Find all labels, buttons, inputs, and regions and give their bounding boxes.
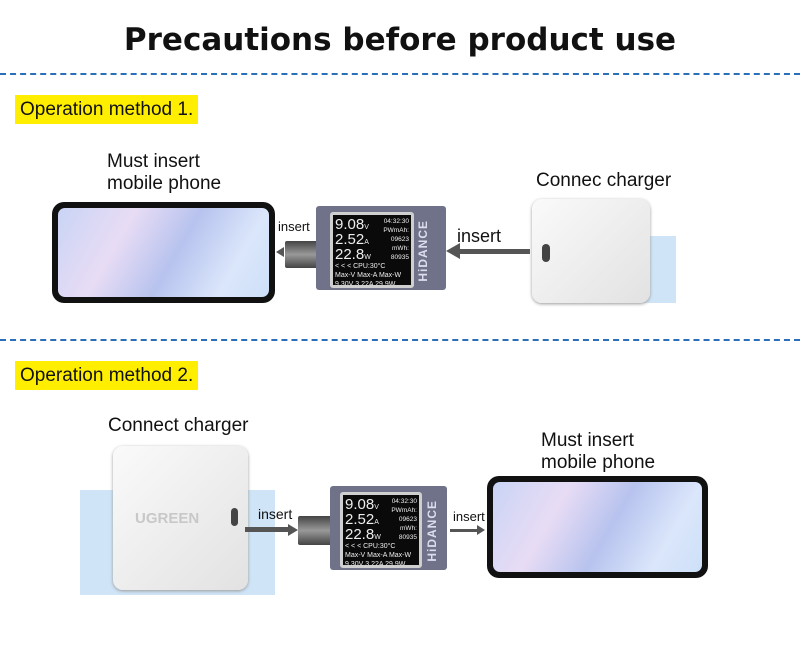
charger-brand: UGREEN	[135, 510, 200, 527]
unit: A	[374, 519, 379, 526]
meter-readings: 9.08V 2.52A 22.8W 04:32:30 PWmAh: 09623 …	[345, 497, 417, 542]
mah: 09623	[390, 236, 409, 243]
charger-caption: Connect charger	[108, 415, 249, 436]
mobile-phone	[52, 202, 275, 303]
phone-screen	[58, 208, 269, 297]
mwh-label: mWh:	[400, 525, 417, 532]
power: 22.8	[335, 246, 365, 263]
caption-line: Must insert	[107, 151, 200, 172]
insert-label: insert	[453, 509, 485, 524]
phone-screen	[493, 482, 702, 572]
current: 2.52	[335, 231, 365, 248]
arrow-line	[458, 249, 530, 254]
insert-label: insert	[258, 506, 293, 522]
usb-meter: 9.08V 2.52A 22.8W 04:32:30 PWmAh: 09623 …	[330, 486, 447, 570]
usb-c-port	[231, 508, 238, 526]
caption-line: mobile phone	[541, 452, 656, 473]
current: 2.52	[345, 511, 375, 528]
usb-c-connector	[285, 241, 318, 268]
time: 04:32:30	[383, 218, 409, 225]
divider	[0, 73, 800, 75]
usb-c-connector	[298, 516, 332, 545]
insert-label: insert	[457, 226, 502, 246]
side-readings: 04:32:30 PWmAh: 09623 mWh: 80935	[391, 497, 417, 542]
main-readings: 9.08V 2.52A 22.8W	[335, 217, 371, 262]
arrows: < < <	[345, 543, 362, 550]
meter-display: 9.08V 2.52A 22.8W 04:32:30 PWmAh: 09623 …	[330, 212, 414, 288]
mwh: 80935	[390, 254, 409, 261]
insert-label: insert	[278, 219, 310, 234]
arrow-line	[245, 527, 290, 532]
mobile-phone	[487, 476, 708, 578]
mwh-label: mWh:	[392, 245, 409, 252]
charger: UGREEN	[113, 446, 248, 590]
usb-meter: 9.08V 2.52A 22.8W 04:32:30 PWmAh: 09623 …	[316, 206, 446, 290]
charger-caption: Connec charger	[536, 170, 672, 191]
max-header: Max-V Max-A Max-W	[335, 272, 402, 279]
meter-readings: 9.08V 2.52A 22.8W 04:32:30 PWmAh: 09623 …	[335, 217, 409, 262]
main-readings: 9.08V 2.52A 22.8W	[345, 497, 381, 542]
pwmah-label: PWmAh:	[391, 507, 417, 514]
max-values: 9.30V 3.22A 29.9W	[345, 561, 406, 568]
arrow-left-icon	[446, 243, 460, 259]
caption-line: Must insert	[541, 430, 634, 451]
voltage: 9.08	[345, 496, 375, 513]
unit: V	[364, 224, 369, 231]
arrow-right-icon	[288, 524, 298, 536]
pwmah-label: PWmAh:	[383, 227, 409, 234]
arrow-line	[450, 529, 477, 532]
arrow-right-icon	[477, 525, 485, 535]
page-title: Precautions before product use	[123, 22, 677, 58]
caption-line: mobile phone	[107, 173, 222, 194]
voltage: 9.08	[335, 216, 365, 233]
mwh: 80935	[398, 534, 417, 541]
divider	[0, 339, 800, 341]
time: 04:32:30	[391, 498, 417, 505]
usb-c-port	[542, 244, 550, 262]
cpu-temp: CPU:30°C	[363, 543, 396, 550]
method-1-label: Operation method 1.	[15, 95, 199, 124]
meter-display: 9.08V 2.52A 22.8W 04:32:30 PWmAh: 09623 …	[340, 492, 422, 568]
power: 22.8	[345, 526, 375, 543]
max-header: Max-V Max-A Max-W	[345, 552, 412, 559]
unit: A	[364, 239, 369, 246]
method-2-label: Operation method 2.	[15, 361, 199, 390]
mah: 09623	[398, 516, 417, 523]
meter-brand: HiDANCE	[416, 220, 430, 282]
arrows: < < <	[335, 263, 352, 270]
unit: V	[374, 504, 379, 511]
charger	[532, 199, 650, 303]
max-values: 9.30V 3.22A 29.9W	[335, 281, 396, 288]
side-readings: 04:32:30 PWmAh: 09623 mWh: 80935	[383, 217, 409, 262]
unit: W	[374, 534, 381, 541]
meter-brand: HiDANCE	[425, 500, 439, 562]
unit: W	[364, 254, 371, 261]
cpu-temp: CPU:30°C	[353, 263, 386, 270]
arrow-left-icon	[276, 247, 284, 257]
